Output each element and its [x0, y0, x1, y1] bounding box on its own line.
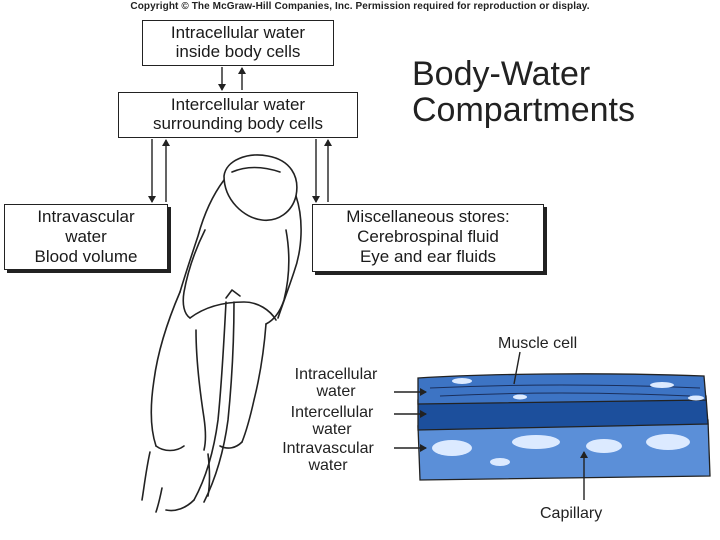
label-intercellular-line2: water — [312, 421, 352, 438]
arrows-top — [218, 67, 246, 91]
pointer-muscle-cell — [513, 351, 521, 385]
box-misc-line2: Cerebrospinal fluid — [357, 227, 499, 246]
label-intravascular-line2: water — [308, 457, 348, 474]
box-intravascular-line3: Blood volume — [34, 247, 138, 266]
box-intracellular-line2: inside body cells — [175, 42, 301, 61]
copyright-notice: Copyright © The McGraw-Hill Companies, I… — [130, 1, 590, 12]
label-intracellular-line2: water — [316, 383, 356, 400]
label-intercellular-water: Intercellular water — [270, 404, 394, 438]
box-intracellular-water: Intracellular water inside body cells — [142, 20, 334, 66]
box-miscellaneous-stores: Miscellaneous stores: Cerebrospinal flui… — [312, 204, 544, 272]
box-intravascular-line2: water — [65, 227, 107, 246]
label-intravascular-water: Intravascular water — [262, 440, 394, 474]
box-intercellular-line2: surrounding body cells — [152, 114, 324, 133]
arrows-right — [312, 139, 332, 203]
label-capillary: Capillary — [540, 505, 603, 522]
label-intracellular-water: Intracellular water — [280, 366, 392, 400]
box-misc-line3: Eye and ear fluids — [359, 247, 497, 266]
cell-highlights — [432, 378, 704, 466]
label-intercellular-line1: Intercellular — [290, 404, 374, 421]
arrows-left — [148, 139, 170, 203]
title-line1: Body-Water — [412, 55, 591, 93]
title-line2: Compartments — [412, 91, 635, 129]
box-intravascular-water: Intravascular water Blood volume — [4, 204, 168, 270]
box-intracellular-line1: Intracellular water — [170, 23, 306, 42]
box-intravascular-line1: Intravascular — [37, 207, 135, 226]
tissue-cross-section — [394, 351, 711, 500]
box-misc-line1: Miscellaneous stores: — [346, 207, 510, 226]
label-intracellular-line1: Intracellular — [294, 366, 378, 383]
box-intercellular-water: Intercellular water surrounding body cel… — [118, 92, 358, 138]
cyclist-illustration — [141, 154, 302, 513]
diagram-title: Body-Water Compartments — [412, 56, 702, 128]
label-muscle-cell: Muscle cell — [498, 335, 578, 352]
box-intercellular-line1: Intercellular water — [170, 95, 306, 114]
muscle-layer — [417, 373, 707, 405]
label-intravascular-line1: Intravascular — [282, 440, 374, 457]
